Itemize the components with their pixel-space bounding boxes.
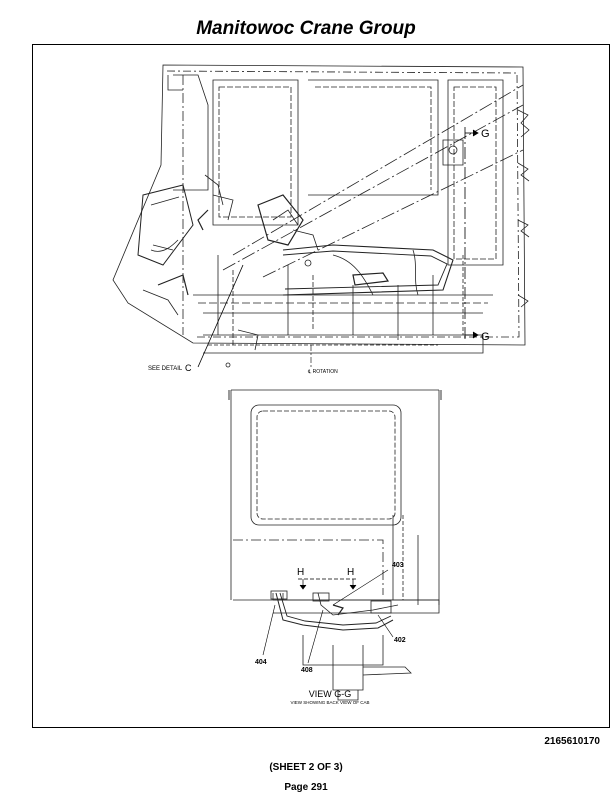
see-detail-leader bbox=[197, 264, 244, 368]
callout-408: 408 bbox=[301, 667, 313, 674]
callout-402: 402 bbox=[394, 637, 406, 644]
technical-drawing: G G SEE DETAIL C ℄ ROTATION bbox=[112, 64, 530, 705]
rotation-centerline-label: ℄ ROTATION bbox=[307, 369, 338, 375]
detail-marker-right: H bbox=[347, 567, 354, 578]
section-line-g bbox=[464, 127, 479, 340]
document-number: 2165610170 bbox=[544, 736, 600, 747]
drawing-frame bbox=[32, 44, 610, 728]
page-number: Page 291 bbox=[284, 782, 328, 793]
see-detail-letter: C bbox=[185, 363, 192, 373]
view-title: VIEW G-G bbox=[309, 689, 352, 699]
detail-h-markers bbox=[298, 578, 358, 590]
callout-leaders bbox=[262, 569, 394, 664]
section-marker-bottom: G bbox=[481, 331, 490, 343]
callout-404: 404 bbox=[255, 659, 267, 666]
sheet-indicator: (SHEET 2 OF 3) bbox=[269, 762, 343, 773]
cab-back-view bbox=[228, 389, 442, 701]
view-subtitle: VIEW SHOWING BACK VIEW OF CAB bbox=[290, 700, 369, 705]
callout-403: 403 bbox=[392, 562, 404, 569]
detail-marker-left: H bbox=[297, 567, 304, 578]
cab-side-view bbox=[112, 64, 530, 368]
page-title: Manitowoc Crane Group bbox=[196, 18, 416, 39]
see-detail-label: SEE DETAIL bbox=[148, 366, 183, 372]
section-marker-top: G bbox=[481, 128, 490, 140]
